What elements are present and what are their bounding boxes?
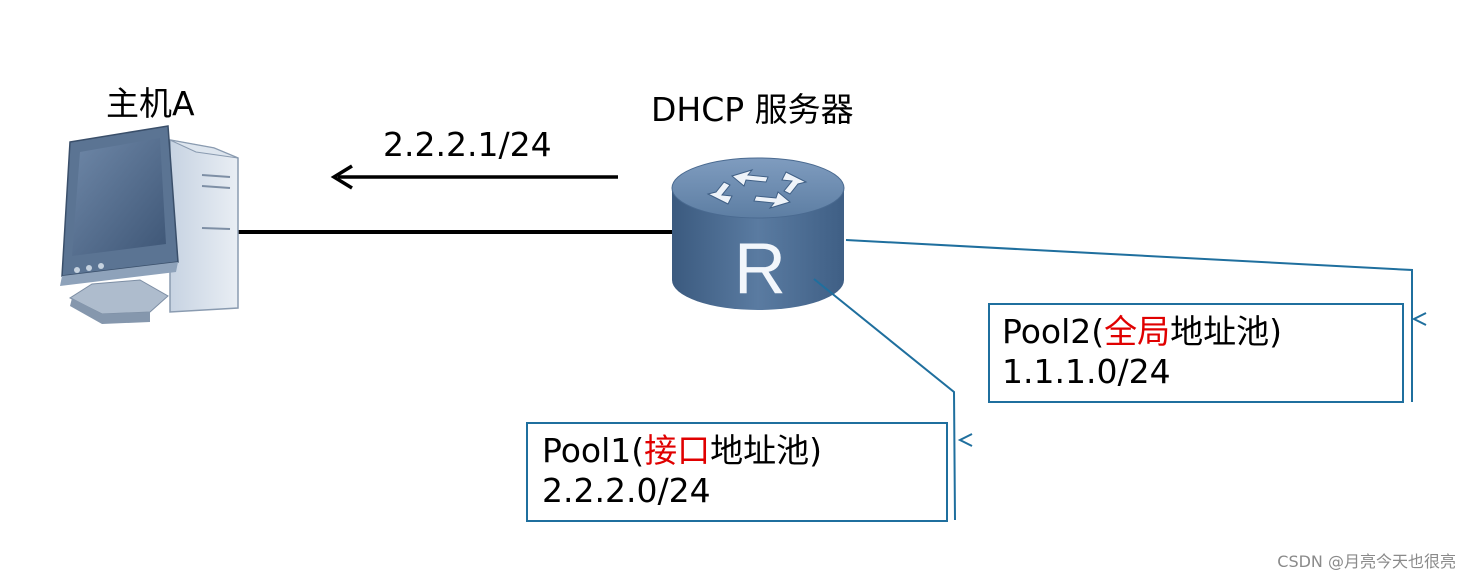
pool2-text: Pool2(全局地址池) 1.1.1.0/24 [1002, 312, 1282, 393]
pool2-subnet: 1.1.1.0/24 [1002, 352, 1171, 392]
pool1-subnet: 2.2.2.0/24 [542, 471, 711, 511]
pool2-callout-connector [845, 239, 1427, 402]
pool1-type: 接口 [644, 431, 711, 470]
router-icon [671, 157, 845, 310]
watermark: CSDN @月亮今天也很亮 [1277, 552, 1456, 571]
pool2-title: Pool2(全局地址池) [1002, 312, 1283, 351]
host-label: 主机A [106, 84, 195, 123]
pool1-text: Pool1(接口地址池) 2.2.2.0/24 [542, 431, 822, 512]
pool1-title: Pool1(接口地址池) [542, 431, 823, 470]
router-letter: R [734, 229, 786, 309]
address-assignment-arrow [330, 164, 618, 190]
pool2-box [988, 303, 1404, 403]
pool1-box [526, 422, 948, 522]
pool1-callout-connector [813, 278, 973, 521]
pool2-type: 全局 [1104, 312, 1171, 351]
host-computer-icon [60, 125, 239, 324]
server-label: DHCP 服务器 [651, 90, 854, 129]
link-address-label: 2.2.2.1/24 [383, 125, 552, 164]
